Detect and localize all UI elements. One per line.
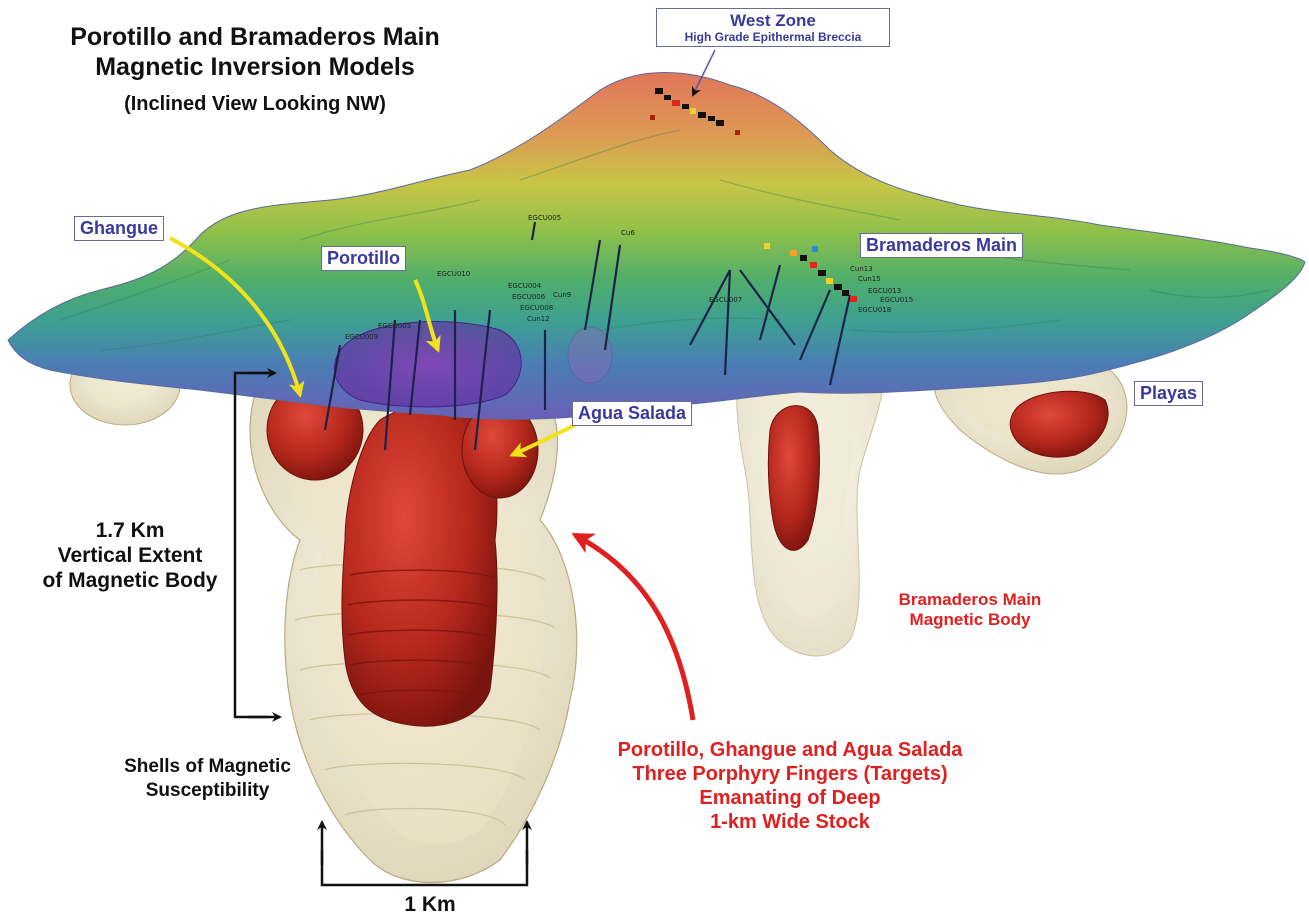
porphyry-line: 1-km Wide Stock xyxy=(575,810,1005,834)
shells-line: Susceptibility xyxy=(95,779,320,803)
drill-label: EGCU006 xyxy=(512,293,545,301)
porphyry-arrow xyxy=(575,535,693,720)
drill-label: EGCU007 xyxy=(709,296,742,304)
drill-label: EGCU013 xyxy=(868,287,901,295)
drill-label: EGCU009 xyxy=(345,333,378,341)
vertical-extent-line: of Magnetic Body xyxy=(35,568,225,593)
drill-label: Cun9 xyxy=(553,291,571,299)
drill-label: EGCU018 xyxy=(858,306,891,314)
agua-salada-label: Agua Salada xyxy=(572,401,692,426)
drill-label: EGCU010 xyxy=(437,270,470,278)
porotillo-label: Porotillo xyxy=(321,246,406,271)
bramaderos-body-line: Magnetic Body xyxy=(860,610,1080,630)
shells-line: Shells of Magnetic xyxy=(95,755,320,779)
west-zone-label: West Zone High Grade Epithermal Breccia xyxy=(656,8,890,47)
title-line-2: Magnetic Inversion Models xyxy=(20,52,490,82)
vertical-extent-line: 1.7 Km xyxy=(35,518,225,543)
porphyry-line: Emanating of Deep xyxy=(575,786,1005,810)
page-subtitle: (Inclined View Looking NW) xyxy=(20,93,490,116)
west-zone-title: West Zone xyxy=(657,11,889,30)
page-title: Porotillo and Bramaderos Main Magnetic I… xyxy=(20,22,490,82)
drill-label: Cun13 xyxy=(850,265,873,273)
bramaderos-body-annotation: Bramaderos Main Magnetic Body xyxy=(860,590,1080,630)
vertical-extent-annotation: 1.7 Km Vertical Extent of Magnetic Body xyxy=(35,518,225,593)
bramaderos-main-label: Bramaderos Main xyxy=(860,233,1023,258)
drill-label: EGCU005 xyxy=(528,214,561,222)
porphyry-annotation: Porotillo, Ghangue and Agua Salada Three… xyxy=(575,738,1005,834)
terrain-surface xyxy=(8,73,1305,420)
vertical-extent-line: Vertical Extent xyxy=(35,543,225,568)
drill-label: EGCU005 xyxy=(378,322,411,330)
shells-annotation: Shells of Magnetic Susceptibility xyxy=(95,755,320,803)
drill-label: EGCU015 xyxy=(880,296,913,304)
drill-label: EGCU004 xyxy=(508,282,541,290)
drill-label: EGCU008 xyxy=(520,304,553,312)
drill-label: Cun15 xyxy=(858,275,881,283)
porphyry-line: Three Porphyry Fingers (Targets) xyxy=(575,762,1005,786)
scale-label: 1 Km xyxy=(380,892,480,917)
bramaderos-body-line: Bramaderos Main xyxy=(860,590,1080,610)
playas-label: Playas xyxy=(1134,381,1203,406)
porphyry-line: Porotillo, Ghangue and Agua Salada xyxy=(575,738,1005,762)
west-zone-subtitle: High Grade Epithermal Breccia xyxy=(657,30,889,44)
ghangue-label: Ghangue xyxy=(74,216,164,241)
bramaderos-main-magnetic-body xyxy=(768,406,819,551)
title-line-1: Porotillo and Bramaderos Main xyxy=(20,22,490,52)
drill-label: Cu6 xyxy=(621,229,635,237)
drill-label: Cun12 xyxy=(527,315,550,323)
